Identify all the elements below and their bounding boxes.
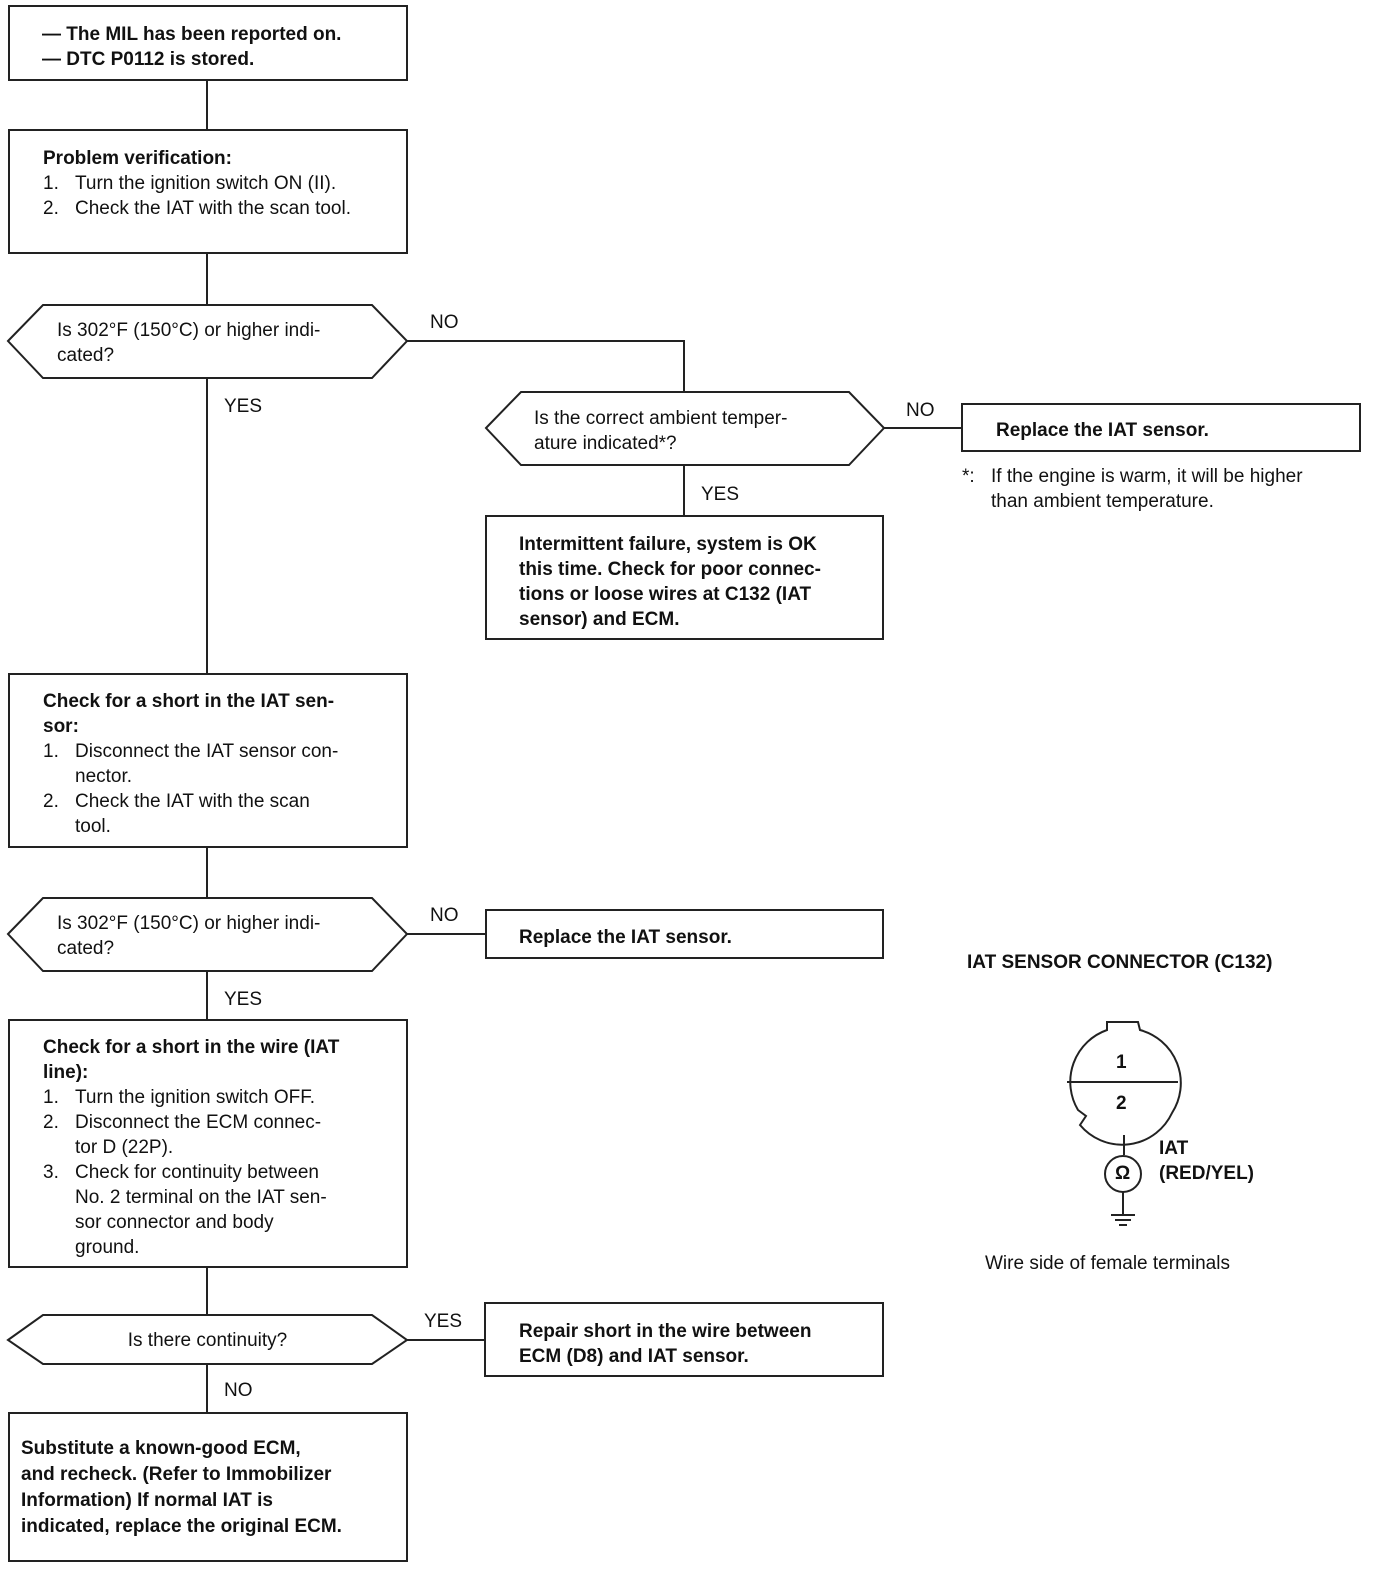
label-no: NO	[224, 1380, 253, 1401]
repair-box: Repair short in the wire between ECM (D8…	[484, 1302, 884, 1377]
check-short-wire-box: Check for a short in the wire (IAT line)…	[8, 1019, 408, 1268]
decision-4-text: Is there continuity?	[127, 1330, 288, 1351]
ohm-meter-symbol: Ω	[1115, 1163, 1131, 1184]
connector-title: IAT SENSOR CONNECTOR (C132)	[967, 952, 1273, 973]
label-no: NO	[430, 905, 459, 926]
verification-step: 1.Turn the ignition switch ON (II).	[43, 173, 337, 194]
connector-diagram	[1067, 1021, 1182, 1226]
footnote-line-1: If the engine is warm, it will be higher	[991, 466, 1303, 487]
connector-pin-2: 2	[1116, 1093, 1127, 1114]
verification-step: 2.Check the IAT with the scan tool.	[43, 198, 351, 219]
decision-diamond	[484, 391, 886, 466]
decision-diamond	[6, 304, 409, 379]
label-yes: YES	[224, 989, 263, 1010]
connector-caption: Wire side of female terminals	[985, 1253, 1230, 1274]
wire-name: IAT	[1159, 1138, 1189, 1159]
label-no: NO	[430, 312, 459, 333]
footnote: *: If the engine is warm, it will be hig…	[962, 464, 1372, 514]
decision-2-text: Is the correct ambient temper-ature indi…	[534, 408, 788, 454]
verification-steps: 1.Turn the ignition switch ON (II). 2.Ch…	[43, 171, 376, 221]
connector-line	[407, 340, 685, 392]
decision-1-text: Is 302°F (150°C) or higher indi-cated?	[57, 320, 321, 366]
check-step: 1.Turn the ignition switch OFF.	[43, 1087, 316, 1108]
label-yes: YES	[224, 396, 263, 417]
label-no: NO	[906, 400, 935, 421]
decision-3-text: Is 302°F (150°C) or higher indi-cated?	[57, 913, 321, 959]
check-step: 1.Disconnect the IAT sensor con-nector.	[43, 741, 339, 787]
replace-sensor-box-1: Replace the IAT sensor.	[961, 403, 1361, 452]
intermittent-box: Intermittent failure, system is OK this …	[485, 515, 884, 640]
footnote-line-2: than ambient temperature.	[991, 491, 1214, 512]
connector-pin-1: 1	[1116, 1052, 1127, 1073]
decision-diamond	[6, 897, 409, 972]
label-yes: YES	[424, 1311, 463, 1332]
start-line-1: — The MIL has been reported on.	[42, 24, 342, 45]
verification-box: Problem verification: 1.Turn the ignitio…	[8, 129, 408, 254]
label-yes: YES	[701, 484, 740, 505]
start-line-2: — DTC P0112 is stored.	[42, 49, 255, 70]
check-short-sensor-box: Check for a short in the IAT sen- sor: 1…	[8, 673, 408, 848]
wire-color: (RED/YEL)	[1159, 1163, 1254, 1184]
replace-sensor-box-2: Replace the IAT sensor.	[485, 909, 884, 959]
decision-diamond	[6, 1314, 409, 1365]
verification-title: Problem verification:	[43, 148, 232, 169]
check-step: 2.Disconnect the ECM connec-tor D (22P).	[43, 1112, 322, 1158]
start-box: — The MIL has been reported on. — DTC P0…	[8, 5, 408, 81]
substitute-box: Substitute a known-good ECM, and recheck…	[8, 1412, 408, 1562]
